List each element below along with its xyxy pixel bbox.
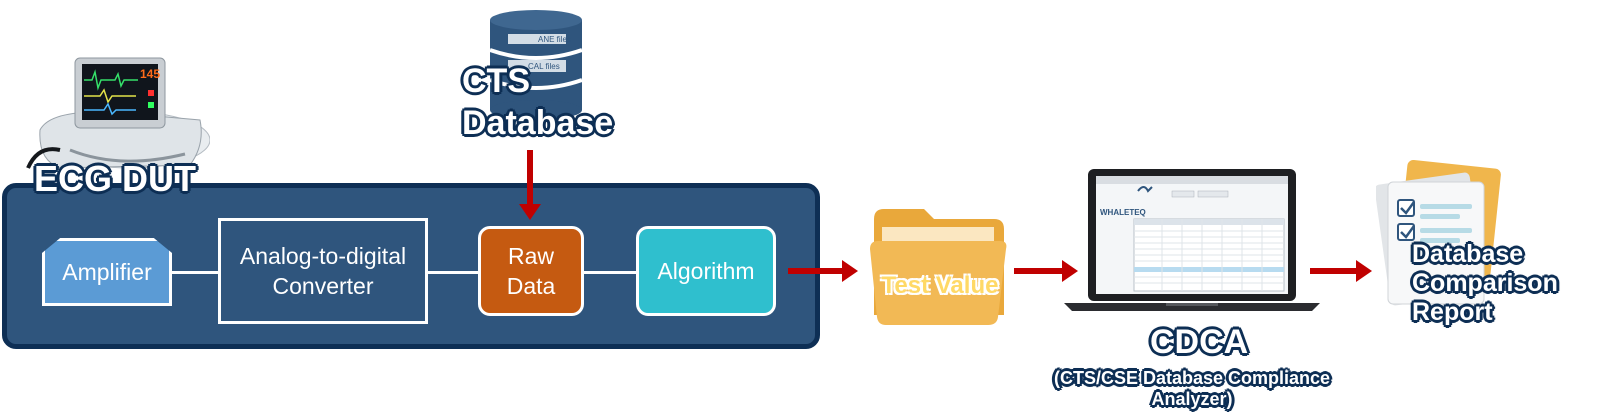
adc-block: Analog-to-digital Converter [218,218,428,324]
disk-label-cal: CAL files [528,62,560,71]
report-title-line1: Database [1412,240,1524,268]
cdca-to-report-arrow [1310,260,1372,282]
raw-data-block: Raw Data [478,226,584,316]
report-icon [1376,160,1501,306]
database-to-raw-arrow [519,150,541,220]
folder-icon [870,209,1007,325]
amplifier-label: Amplifier [62,259,152,285]
laptop-icon: WHALETEQ [1064,169,1320,311]
disk-label-ane: ANE files [538,35,571,44]
report-title-line2: Comparison [1412,269,1558,297]
ecg-monitor-icon: 145 [26,57,210,169]
database-icon: ANE files CAL files [489,10,583,118]
cdca-subtitle: (CTS/CSE Database Compliance Analyzer) [1053,368,1331,409]
monitor-reading: 145 [140,67,160,81]
report-title-line3: Report [1412,298,1493,326]
cdca-title: CDCA [1150,323,1249,361]
connector-line [172,271,218,274]
whaleteq-brand: WHALETEQ [1100,208,1146,217]
test-to-cdca-arrow [1014,260,1078,282]
adc-label-line2: Converter [272,273,374,299]
report-title: Database Comparison Report [1412,240,1558,327]
raw-label-line1: Raw [507,243,554,269]
raw-label-line2: Data [506,273,556,299]
ecg-dut-title: ECG DUT [34,158,196,199]
algorithm-label: Algorithm [657,258,755,284]
connector-line [428,271,478,274]
adc-label-line1: Analog-to-digital [239,243,407,269]
amplifier-block: Amplifier [42,238,172,306]
database-title-line2: Database [462,104,614,142]
database-title: CTS Database [462,60,613,144]
algorithm-block: Algorithm [636,226,776,316]
connector-line [584,271,636,274]
algorithm-to-test-arrow [788,260,858,282]
test-value-label: Test Value [881,272,999,299]
database-title-line1: CTS [462,62,530,100]
